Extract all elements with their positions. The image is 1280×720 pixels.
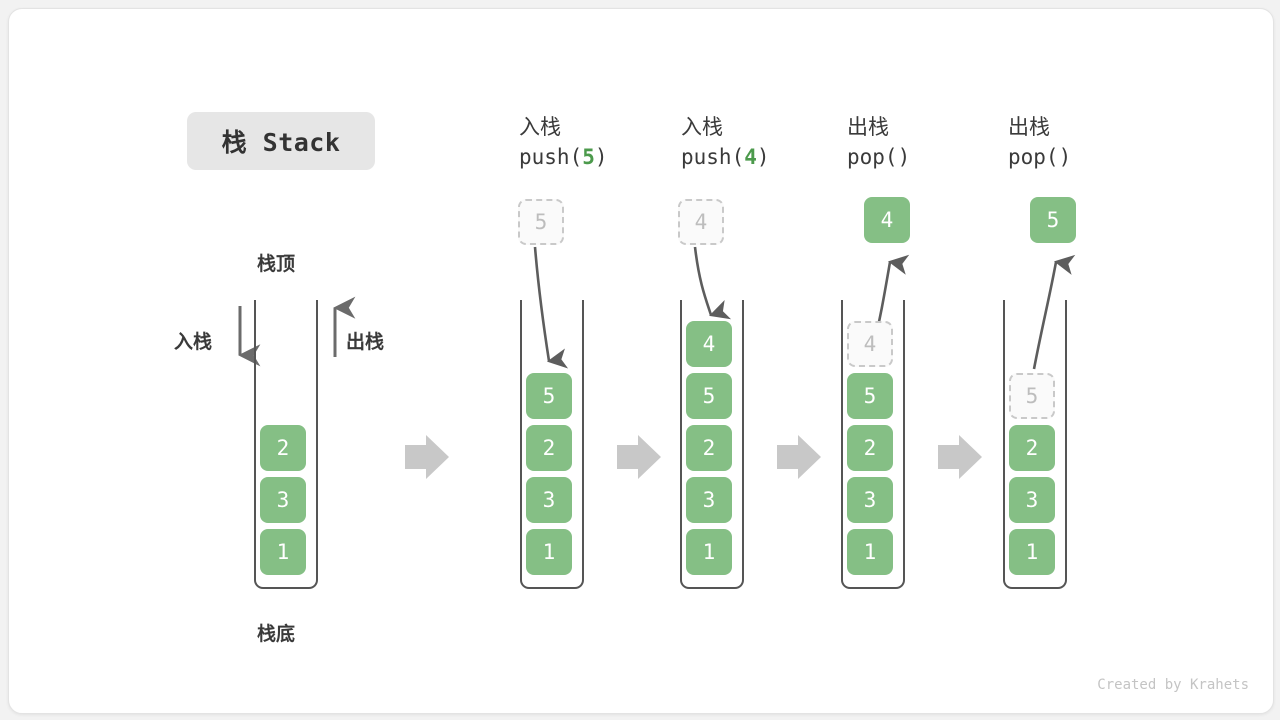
popped-cell: 4 (864, 197, 910, 243)
footer-credit: Created by Krahets (1097, 677, 1249, 693)
caption-code-suffix: ) (1058, 145, 1072, 170)
stack-cell: 2 (847, 425, 893, 471)
diagram-title-chip: 栈 Stack (187, 112, 375, 170)
label-stack-bottom: 栈底 (257, 623, 296, 645)
stack-cell: 3 (260, 477, 306, 523)
stack-cell: 3 (526, 477, 572, 523)
caption-pop-5: 出栈 pop() (1008, 112, 1071, 173)
caption-cn-text: 入栈 (519, 115, 561, 139)
ghost-cell: 4 (847, 321, 893, 367)
ghost-cell: 4 (678, 199, 724, 245)
stack-cell: 3 (847, 477, 893, 523)
stack-cell: 2 (526, 425, 572, 471)
label-pop-direction: 出栈 (346, 331, 385, 353)
popped-cell: 5 (1030, 197, 1076, 243)
stack-cell: 3 (686, 477, 732, 523)
ghost-cell: 5 (518, 199, 564, 245)
stack-cell: 1 (260, 529, 306, 575)
stack-vessel (520, 300, 584, 589)
caption-code-prefix: pop( (847, 145, 898, 170)
stack-cell: 2 (686, 425, 732, 471)
stack-vessel (254, 300, 318, 589)
caption-code-suffix: ) (897, 145, 911, 170)
caption-code-suffix: ) (756, 145, 770, 170)
caption-pop-4: 出栈 pop() (847, 112, 910, 173)
ghost-cell: 5 (1009, 373, 1055, 419)
stack-cell: 1 (686, 529, 732, 575)
caption-cn-text: 入栈 (681, 115, 723, 139)
stack-vessel (680, 300, 744, 589)
stack-cell: 5 (686, 373, 732, 419)
caption-code-suffix: ) (594, 145, 608, 170)
caption-cn-text: 出栈 (847, 115, 889, 139)
stack-vessel (1003, 300, 1067, 589)
stack-cell: 1 (1009, 529, 1055, 575)
caption-code-number: 4 (744, 145, 757, 170)
caption-cn-text: 出栈 (1008, 115, 1050, 139)
label-stack-top: 栈顶 (257, 253, 296, 275)
caption-code-number: 5 (582, 145, 595, 170)
caption-code-prefix: push( (681, 145, 745, 170)
stack-cell: 2 (260, 425, 306, 471)
stack-vessel (841, 300, 905, 589)
stack-cell: 5 (847, 373, 893, 419)
stack-cell: 1 (526, 529, 572, 575)
stack-cell: 2 (1009, 425, 1055, 471)
caption-code-prefix: push( (519, 145, 583, 170)
stack-cell: 3 (1009, 477, 1055, 523)
stack-cell: 4 (686, 321, 732, 367)
caption-push-4: 入栈 push(4) (681, 112, 770, 173)
diagram-card: 栈 Stack (8, 8, 1274, 714)
label-push-direction: 入栈 (174, 331, 213, 353)
caption-push-5: 入栈 push(5) (519, 112, 608, 173)
stack-cell: 1 (847, 529, 893, 575)
stack-cell: 5 (526, 373, 572, 419)
caption-code-prefix: pop( (1008, 145, 1059, 170)
